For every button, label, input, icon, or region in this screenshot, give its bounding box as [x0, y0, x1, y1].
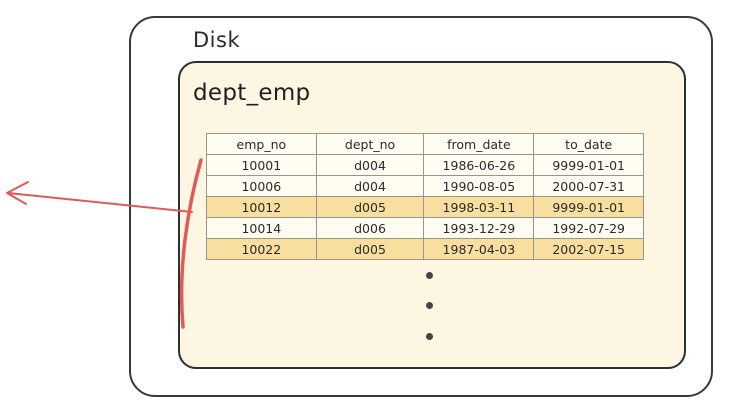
- table-cell: 10006: [206, 175, 317, 197]
- table-cell: d005: [315, 196, 425, 218]
- table-row: 10001 d004 1986-06-26 9999-01-01: [206, 154, 644, 176]
- table-cell: 1990-08-05: [423, 175, 535, 197]
- arrow-head: [6, 181, 29, 205]
- table-row: 10012 d005 1998-03-11 9999-01-01: [206, 196, 644, 218]
- table-cell: 1998-03-11: [423, 196, 535, 218]
- table-cell: 9999-01-01: [533, 154, 644, 176]
- column-header: from_date: [423, 133, 535, 155]
- column-header: to_date: [533, 133, 644, 155]
- table-row: 10022 d005 1987-04-03 2002-07-15: [206, 238, 644, 260]
- table-row: 10006 d004 1990-08-05 2000-07-31: [206, 175, 644, 197]
- table-header-row: emp_no dept_no from_date to_date: [206, 133, 644, 155]
- ellipsis-dot: [426, 302, 433, 309]
- table-cell: d004: [315, 175, 425, 197]
- table-cell: d005: [315, 238, 425, 260]
- arrow-shaft: [7, 192, 193, 213]
- table-cell: 1987-04-03: [423, 238, 535, 260]
- ellipsis-dot: [426, 333, 433, 340]
- table-cell: 10001: [206, 154, 317, 176]
- table-cell: 1992-07-29: [533, 217, 644, 239]
- table-cell: d006: [315, 217, 425, 239]
- table-row: 10014 d006 1993-12-29 1992-07-29: [206, 217, 644, 239]
- column-header: emp_no: [206, 133, 317, 155]
- ellipsis-dot: [426, 272, 433, 279]
- scan-bracket: [179, 158, 203, 329]
- table-cell: 2002-07-15: [533, 238, 644, 260]
- table-cell: 1993-12-29: [423, 217, 535, 239]
- table-cell: 10012: [206, 196, 317, 218]
- disk-label: Disk: [193, 28, 241, 52]
- table-cell: 1986-06-26: [423, 154, 535, 176]
- table-cell: d004: [315, 154, 425, 176]
- table-name: dept_emp: [193, 80, 311, 106]
- column-header: dept_no: [315, 133, 425, 155]
- table-cell: 2000-07-31: [533, 175, 644, 197]
- dept-emp-table: emp_no dept_no from_date to_date 10001 d…: [206, 133, 644, 260]
